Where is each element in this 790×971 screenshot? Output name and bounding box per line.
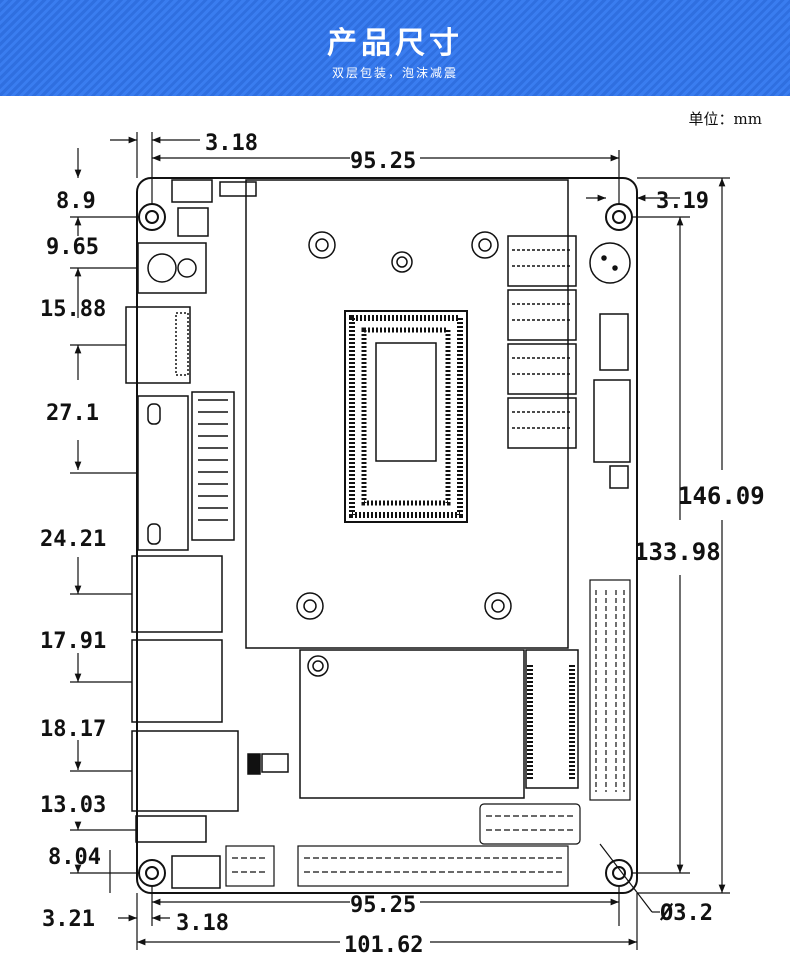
dim-left-13-03: 13.03 [40,793,106,818]
small-header [609,465,629,489]
board-dimension-drawing: 3.18 95.25 3.19 8.9 9.65 15.88 27.1 24.2… [40,131,765,958]
dim-left-9-65: 9.65 [46,235,99,260]
dim-left-8-04: 8.04 [48,845,101,870]
dim-left-17-91: 17.91 [40,629,106,654]
heatsink-standoffs [296,231,512,620]
unit-label: 单位：mm [688,110,762,128]
left-io-connectors [125,179,289,889]
dim-top-hole-span: 95.25 [350,149,416,174]
dim-left-3-21: 3.21 [42,907,95,932]
memory-chips [507,235,577,449]
page-subtitle: 双层包装，泡沫减震 [331,66,458,80]
buzzer [589,242,631,284]
dim-left-27-1: 27.1 [46,401,99,426]
dim-bottom-total-width: 101.62 [344,933,423,958]
dim-left-15-88: 15.88 [40,297,106,322]
dim-left-24-21: 24.21 [40,527,106,552]
board-outline [136,177,638,894]
dim-right-total-height: 146.09 [678,482,765,510]
dim-top-left-offset: 3.18 [205,131,258,156]
cpu-bga-package [344,310,468,523]
dim-left-8-9: 8.9 [56,189,96,214]
bottom-pin-headers [225,803,581,887]
heatsink-outline [245,179,569,649]
gpio-pin-header [589,579,631,801]
dim-bottom-left-offset: 3.18 [176,911,229,936]
dim-hole-diameter: Ø3.2 [659,901,713,926]
title-banner: 产品尺寸 双层包装，泡沫减震 [0,0,790,96]
sata-connector [593,379,631,463]
dim-top-right-offset: 3.19 [656,189,709,214]
power-connector [599,313,629,371]
dim-bottom-hole-span: 95.25 [350,893,416,918]
dim-left-18-17: 18.17 [40,717,106,742]
m2-slot [299,649,579,799]
dim-right-hole-span: 133.98 [634,538,721,566]
page-title: 产品尺寸 [327,26,463,61]
